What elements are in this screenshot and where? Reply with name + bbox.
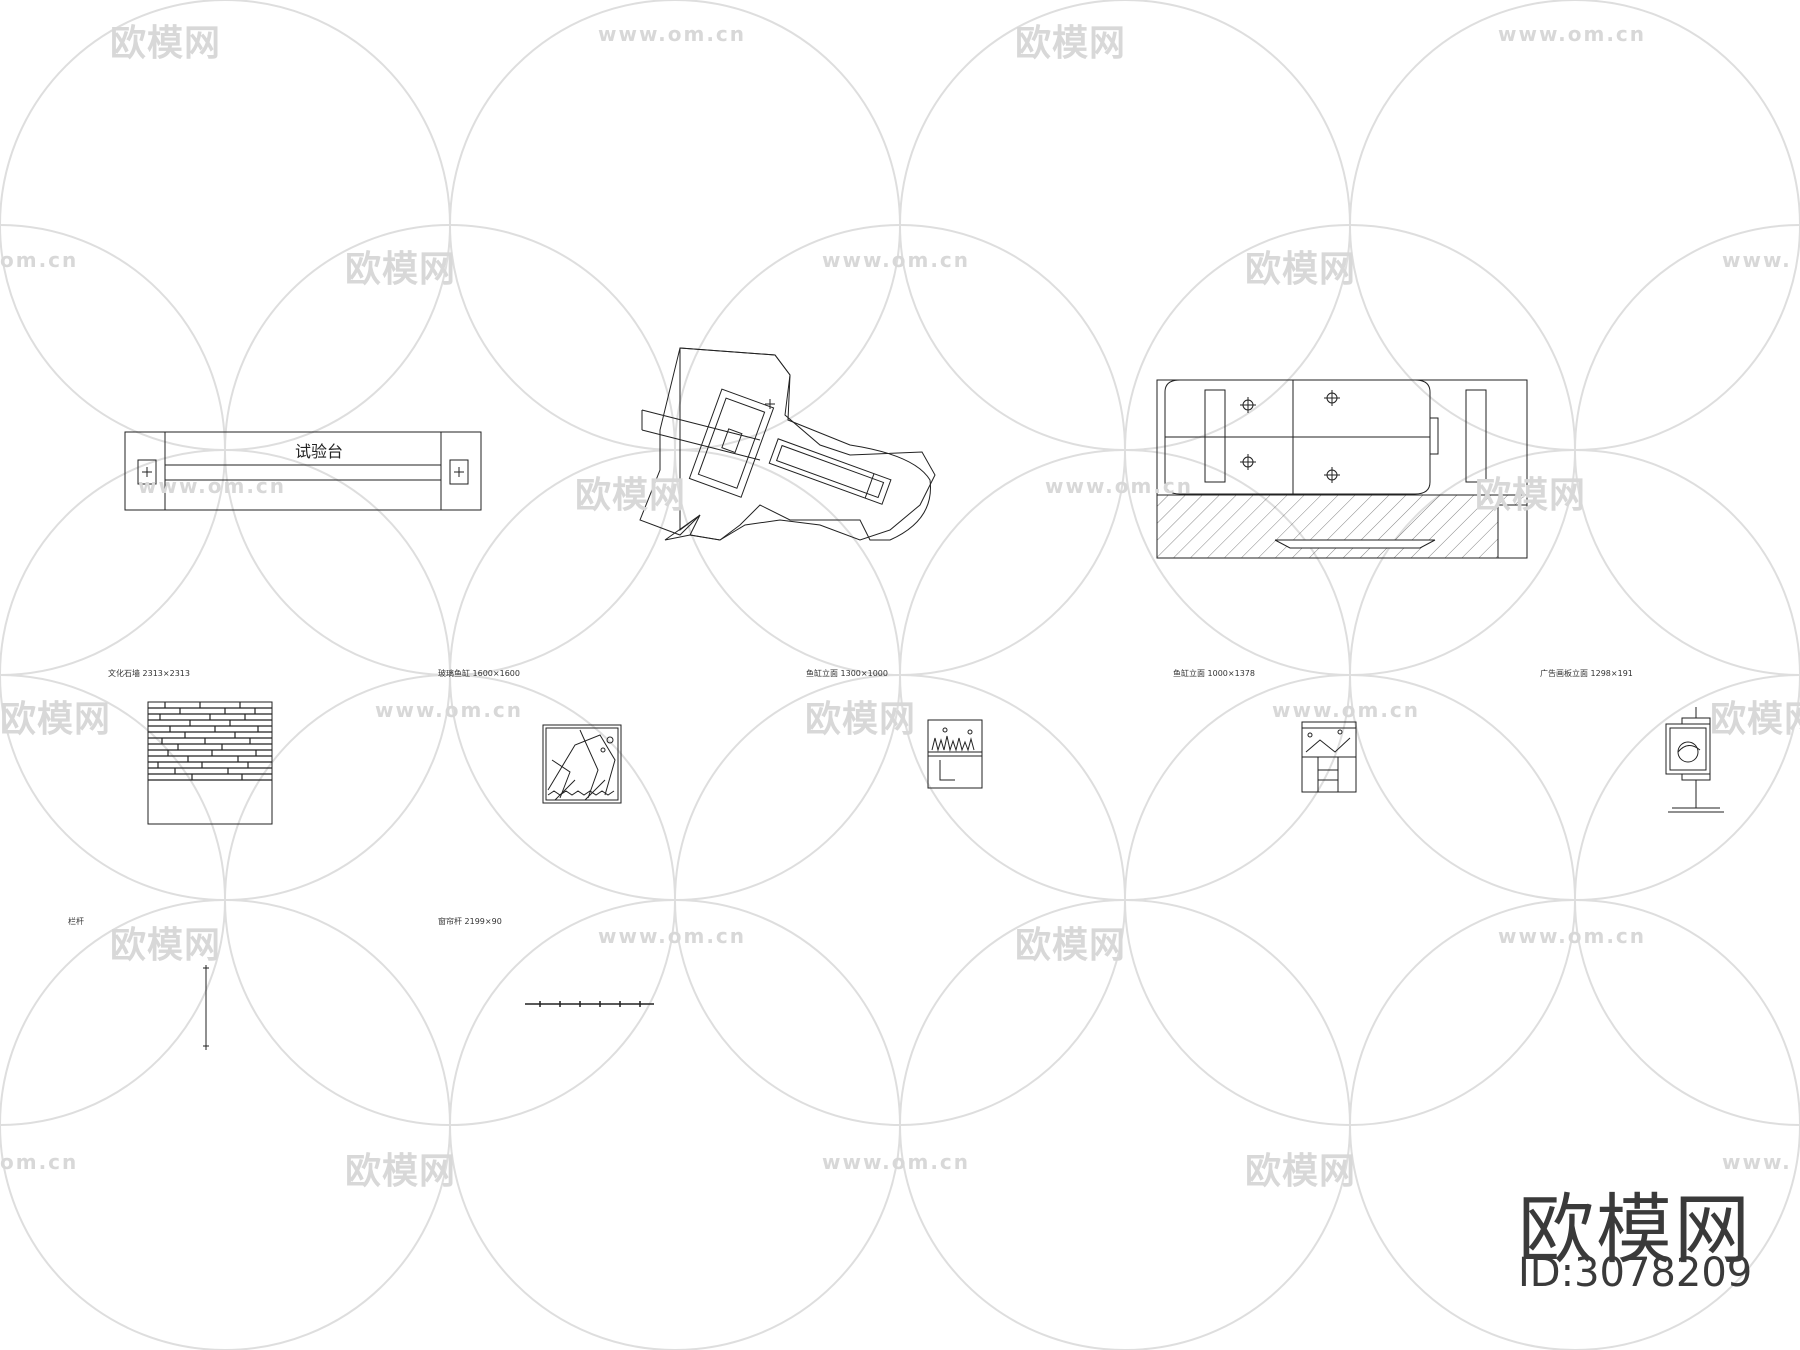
watermark-url: www.om.cn <box>1498 22 1647 46</box>
watermark-brand: 欧模网 <box>575 475 687 516</box>
watermark-brand: 欧模网 <box>805 699 917 740</box>
fish-tank-a-label: 鱼缸立面 1300×1000 <box>806 669 888 678</box>
fish-tank-b-drawing <box>1301 721 1357 793</box>
rotary-plan-drawing <box>639 347 936 541</box>
watermark-url: www.om.cn <box>822 248 971 272</box>
watermark-url: www.om.cn <box>598 22 747 46</box>
fish-tank-b-label: 鱼缸立面 1000×1378 <box>1173 669 1255 678</box>
brand-id: ID:3078209 <box>1518 1250 1753 1296</box>
watermark-url: www.om.cn <box>1498 924 1647 948</box>
watermark-url: www.om.cn <box>822 1150 971 1174</box>
watermark-url-fragment: om.cn <box>0 248 79 272</box>
watermark-brand: 欧模网 <box>1475 475 1587 516</box>
rail-label: 窗帘杆 2199×90 <box>438 917 502 926</box>
pole-drawing <box>203 965 209 1050</box>
brand-name: 欧模网 <box>1518 1185 1752 1274</box>
watermark-brand: 欧模网 <box>345 1151 457 1192</box>
ad-board-drawing <box>1665 707 1724 813</box>
watermark-url-prefix: www. <box>1722 248 1792 272</box>
watermark-url: www.om.cn <box>1045 474 1194 498</box>
watermark-url-fragment: om.cn <box>0 1150 79 1174</box>
watermark-url: www.om.cn <box>138 474 287 498</box>
watermark-url: www.om.cn <box>375 698 524 722</box>
pole-label: 栏杆 <box>68 917 84 926</box>
glass-tank-label: 玻璃鱼缸 1600×1600 <box>438 669 520 678</box>
watermark-brand: 欧模网 <box>1015 925 1127 966</box>
watermark-url: www.om.cn <box>598 924 747 948</box>
glass-tank-drawing <box>542 724 622 804</box>
watermark-brand: 欧模网 <box>1245 1151 1357 1192</box>
watermark-brand: 欧模网 <box>110 23 222 64</box>
fish-tank-a-drawing <box>927 719 983 789</box>
watermark-brand: 欧模网 <box>110 925 222 966</box>
watermark-brand: 欧模网 <box>1710 699 1800 740</box>
watermark-url-prefix: www. <box>1722 1150 1792 1174</box>
watermark-url: www.om.cn <box>1272 698 1421 722</box>
tank-plan-drawing <box>1156 379 1528 559</box>
watermark-brand: 欧模网 <box>345 249 457 290</box>
culture-wall-label: 文化石墙 2313×2313 <box>108 669 190 678</box>
watermark-brand: 欧模网 <box>1015 23 1127 64</box>
curtain-rod-drawing <box>525 1001 654 1007</box>
watermark-brand: 欧模网 <box>0 699 112 740</box>
test-bench-drawing <box>124 431 482 511</box>
culture-stone-wall-drawing <box>147 701 273 825</box>
test-bench-title: 试验台 <box>295 442 344 461</box>
ad-board-label: 广告画板立面 1298×191 <box>1540 669 1633 678</box>
watermark-brand: 欧模网 <box>1245 249 1357 290</box>
